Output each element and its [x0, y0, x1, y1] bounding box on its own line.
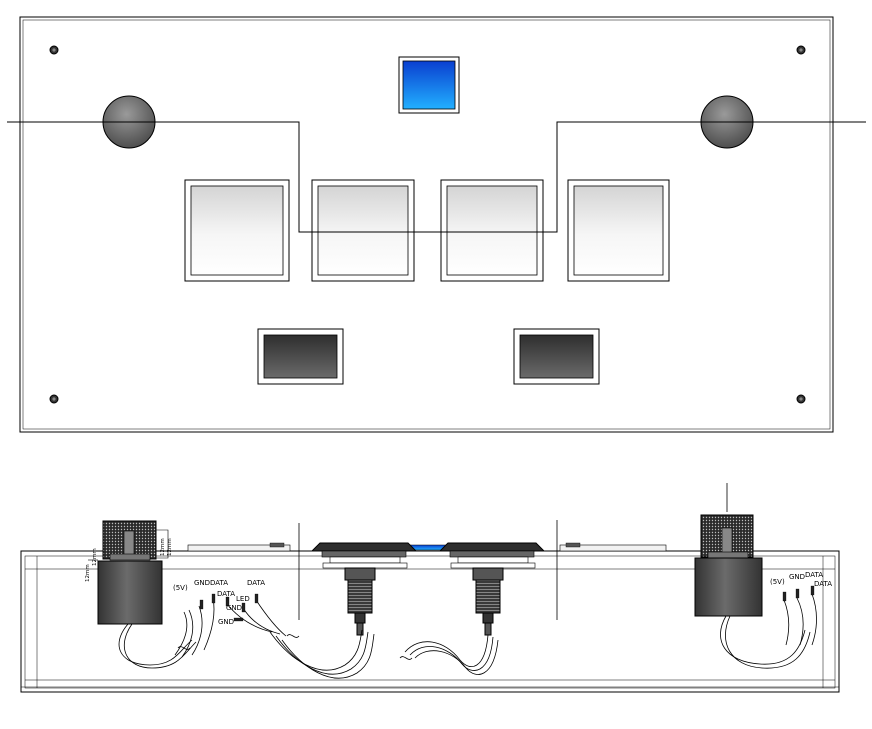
white-button-3[interactable]	[440, 179, 544, 282]
label-data2-left: DATA	[217, 590, 235, 598]
dim-label-2: 12mm	[160, 538, 166, 556]
label-led-left: LED	[236, 595, 250, 603]
white-button-1[interactable]	[184, 179, 290, 282]
arcade-button-side-2	[438, 542, 546, 636]
wire-break-marks	[177, 634, 413, 660]
label-data3-left: DATA	[247, 579, 265, 587]
connector-pins	[199, 585, 815, 622]
label-data1-left: DATA	[210, 579, 228, 587]
arcade-button-side-1	[310, 542, 418, 636]
button-profile-left	[187, 542, 291, 552]
screw-hole-bottom-right	[796, 394, 806, 404]
dim-label-1: 12mm	[92, 548, 98, 566]
side-section-view: (5V) GND DATA DATA LED GND GND DATA (5V)…	[20, 483, 840, 693]
white-button-2[interactable]	[311, 179, 415, 282]
blue-button[interactable]	[398, 56, 460, 114]
label-gnd3-left: GND	[218, 618, 234, 626]
white-button-4[interactable]	[567, 179, 670, 282]
button-profile-right	[559, 542, 667, 552]
screw-hole-top-left	[49, 45, 59, 55]
wiring	[118, 593, 817, 679]
dark-button-right[interactable]	[513, 328, 600, 385]
label-gnd2-left: GND	[226, 604, 242, 612]
label-data2-right: DATA	[814, 580, 832, 588]
screw-hole-top-right	[796, 45, 806, 55]
dim-label-4: 12mm	[85, 564, 91, 582]
label-5v-left: (5V)	[173, 584, 188, 592]
dim-label-3: 12mm	[167, 538, 173, 556]
encoder-left	[88, 520, 169, 625]
screw-hole-bottom-left	[49, 394, 59, 404]
label-gnd-left: GND	[194, 579, 210, 587]
dark-button-left[interactable]	[257, 328, 344, 385]
encoder-right	[694, 514, 763, 617]
top-view-panel	[7, 16, 866, 433]
section-cut-line	[7, 121, 866, 233]
label-gnd-right: GND	[789, 573, 805, 581]
label-data1-right: DATA	[805, 571, 823, 579]
label-5v-right: (5V)	[770, 578, 785, 586]
